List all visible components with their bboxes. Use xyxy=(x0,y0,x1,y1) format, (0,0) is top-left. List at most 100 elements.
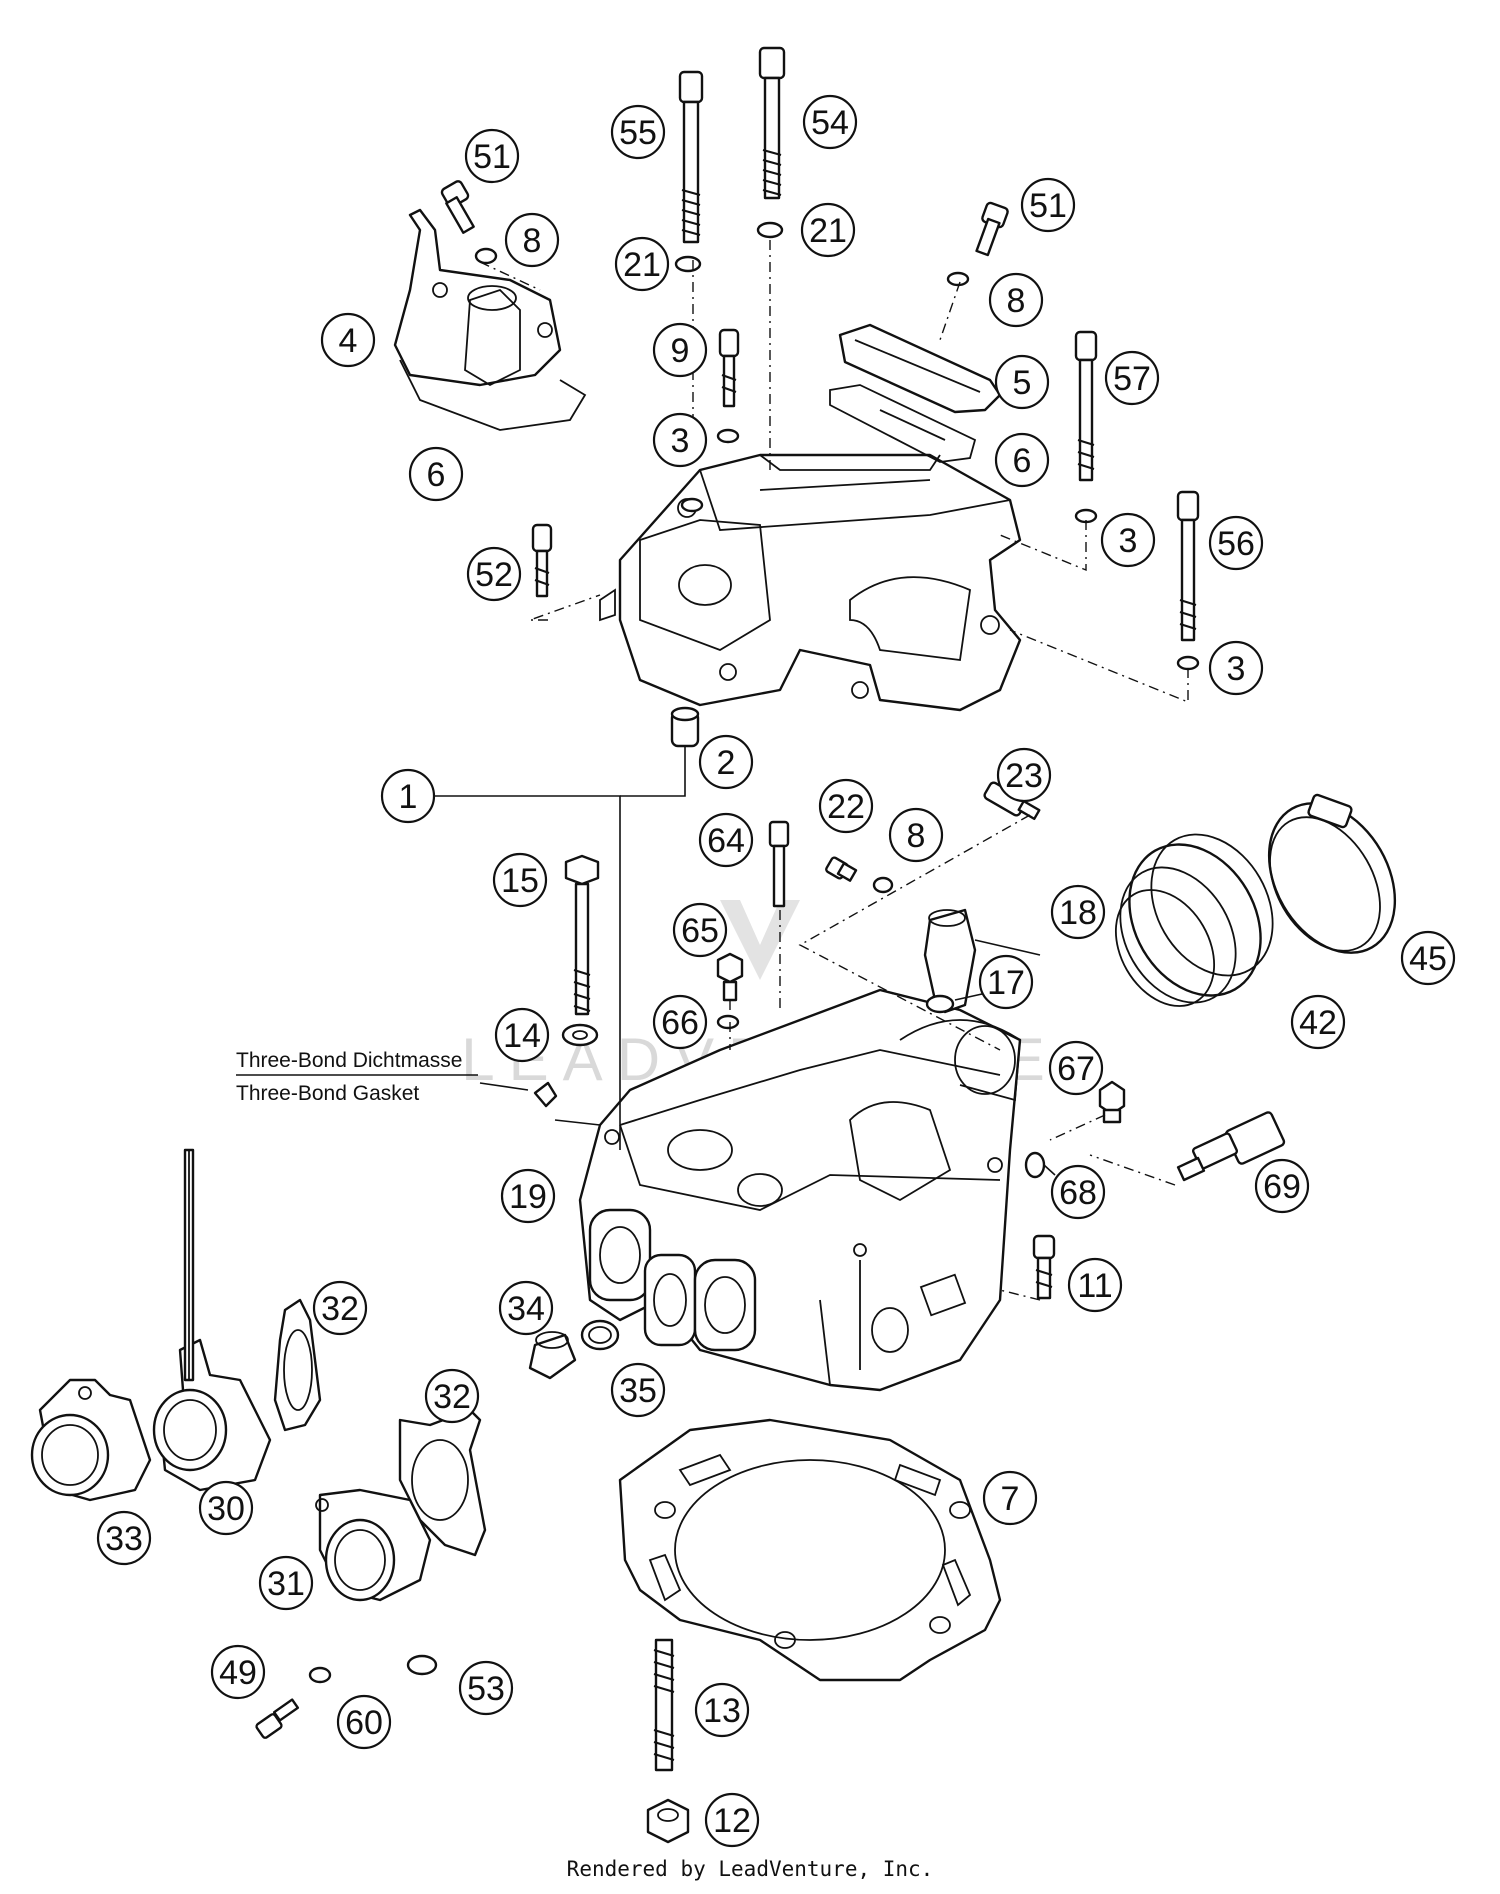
callout-circle xyxy=(1048,1040,1104,1096)
callout-circle xyxy=(466,546,522,602)
callout-66: 66 xyxy=(652,994,708,1050)
callout-6a: 6 xyxy=(408,446,464,502)
nut-12 xyxy=(646,1798,690,1844)
callout-6b: 6 xyxy=(994,432,1050,488)
o-ring-17 xyxy=(925,994,955,1014)
callout-9: 9 xyxy=(652,322,708,378)
callout-number: 56 xyxy=(1217,525,1255,563)
washers-upper xyxy=(474,221,1200,671)
callout-circle xyxy=(698,812,754,868)
callout-23: 23 xyxy=(996,747,1052,803)
callout-45: 45 xyxy=(1400,930,1456,986)
clip-53 xyxy=(406,1654,438,1676)
callout-51b: 51 xyxy=(1020,177,1076,233)
callout-circle xyxy=(1050,1164,1106,1220)
footer-credit: Rendered by LeadVenture, Inc. xyxy=(567,1857,934,1881)
leader-lines xyxy=(430,240,1189,1301)
callout-circle xyxy=(1050,884,1106,940)
callout-circle xyxy=(672,902,728,958)
bolt-11 xyxy=(1032,1234,1056,1300)
callout-circle xyxy=(802,94,858,150)
three-bond-note: Three-Bond Dichtmasse Three-Bond Gasket xyxy=(236,1049,478,1105)
callout-number: 4 xyxy=(339,322,358,360)
plug-34 xyxy=(528,1331,577,1380)
callout-number: 52 xyxy=(475,556,513,594)
callout-53: 53 xyxy=(458,1660,514,1716)
temperature-sensor-69 xyxy=(1176,1111,1286,1182)
callout-3b: 3 xyxy=(1100,512,1156,568)
callout-number: 6 xyxy=(1013,442,1032,480)
bolt-15 xyxy=(564,854,600,1016)
callout-5: 5 xyxy=(994,354,1050,410)
callout-circle xyxy=(500,1168,556,1224)
callout-number: 9 xyxy=(671,332,690,370)
callout-number: 64 xyxy=(707,822,745,860)
callout-2: 2 xyxy=(698,734,754,790)
callout-circle xyxy=(494,1007,550,1063)
flange-33 xyxy=(30,1378,152,1502)
callout-18: 18 xyxy=(1050,884,1106,940)
callout-35: 35 xyxy=(610,1362,666,1418)
callout-12: 12 xyxy=(704,1792,760,1848)
callout-56: 56 xyxy=(1208,515,1264,571)
callout-number: 12 xyxy=(713,1802,751,1840)
callout-number: 35 xyxy=(619,1372,657,1410)
note-line-2: Three-Bond Gasket xyxy=(236,1082,419,1105)
callout-34: 34 xyxy=(498,1280,554,1336)
callout-number: 3 xyxy=(1119,522,1138,560)
washer-66 xyxy=(716,1014,740,1030)
spark-plug-sleeve-18 xyxy=(923,908,977,1014)
callout-54: 54 xyxy=(802,94,858,150)
callout-11: 11 xyxy=(1067,1257,1123,1313)
callout-21b: 21 xyxy=(800,202,856,258)
callout-69: 69 xyxy=(1254,1158,1310,1214)
callout-30: 30 xyxy=(198,1480,254,1536)
callout-circle xyxy=(1254,1158,1310,1214)
callout-circle xyxy=(380,768,436,824)
note-line-1: Three-Bond Dichtmasse xyxy=(236,1049,462,1072)
callout-number: 65 xyxy=(681,912,719,950)
gasket-32-left xyxy=(273,1298,322,1432)
washer-60 xyxy=(308,1666,332,1684)
callout-51a: 51 xyxy=(464,128,520,184)
callout-circle xyxy=(610,1362,666,1418)
stud-13 xyxy=(653,1638,675,1772)
callout-number: 15 xyxy=(501,862,539,900)
callout-number: 42 xyxy=(1299,1004,1337,1042)
callout-circle xyxy=(978,954,1034,1010)
right-cover xyxy=(838,323,1002,414)
callout-circle xyxy=(320,312,376,368)
callout-circle xyxy=(1290,994,1346,1050)
callout-number: 1 xyxy=(399,778,418,816)
callout-number: 53 xyxy=(467,1670,505,1708)
callout-circle xyxy=(408,446,464,502)
callout-circle xyxy=(704,1792,760,1848)
callout-number: 45 xyxy=(1409,940,1447,978)
camshaft-housing xyxy=(599,453,1022,712)
callout-number: 18 xyxy=(1059,894,1097,932)
callout-circle xyxy=(458,1660,514,1716)
callout-number: 55 xyxy=(619,114,657,152)
callout-number: 66 xyxy=(661,1004,699,1042)
callout-circle xyxy=(1104,350,1160,406)
callout-number: 21 xyxy=(623,246,661,284)
callout-number: 51 xyxy=(1029,187,1067,225)
callout-number: 21 xyxy=(809,212,847,250)
callout-number: 60 xyxy=(345,1704,383,1742)
callout-number: 3 xyxy=(1227,650,1246,688)
callout-3c: 3 xyxy=(1208,640,1264,696)
callout-circle xyxy=(652,322,708,378)
callout-number: 32 xyxy=(433,1378,471,1416)
callout-number: 8 xyxy=(1007,282,1026,320)
callout-17: 17 xyxy=(978,954,1034,1010)
sensor-64 xyxy=(768,820,790,908)
callout-68: 68 xyxy=(1050,1164,1106,1220)
callout-circle xyxy=(210,1644,266,1700)
dowel-pin-2 xyxy=(670,706,700,748)
right-cover-gasket xyxy=(829,384,977,463)
bolt-54 xyxy=(758,46,786,200)
callout-number: 22 xyxy=(827,788,865,826)
callout-circle xyxy=(464,128,520,184)
